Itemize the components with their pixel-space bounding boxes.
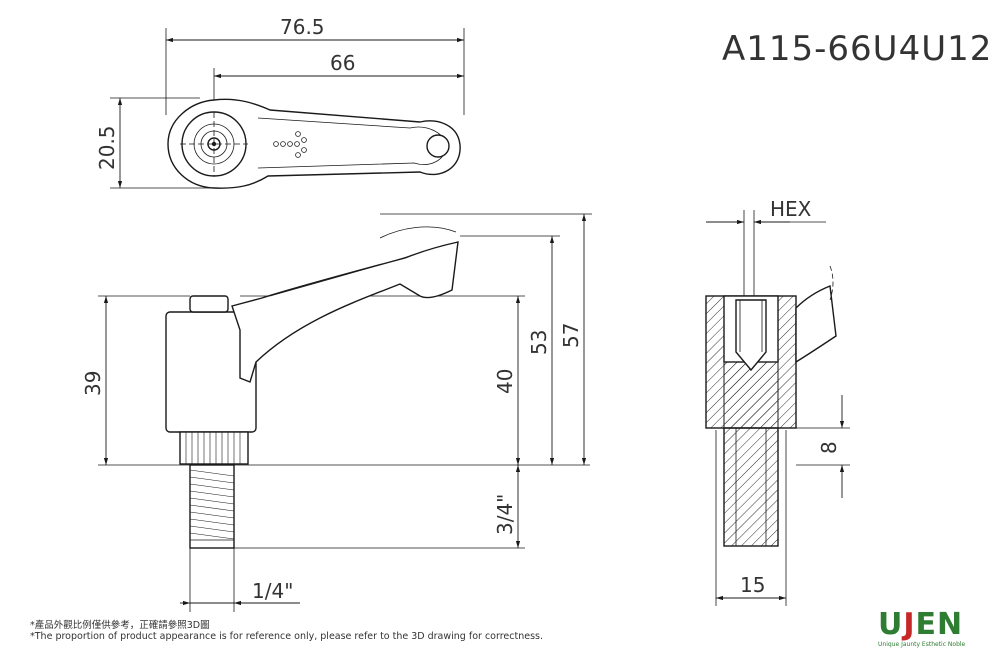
logo-letter: U — [878, 607, 904, 642]
dim-body-height: 39 — [81, 371, 105, 396]
dim-overall-length: 76.5 — [280, 15, 325, 39]
logo-tagline: Unique Jaunty Esthetic Noble — [878, 641, 966, 648]
dim-height-40: 40 — [493, 369, 517, 394]
top-view: 76.5 66 20.5 — [95, 15, 465, 189]
front-view: 39 40 53 57 3/4" 1/4" — [81, 213, 592, 612]
dim-height-53: 53 — [527, 330, 551, 355]
dim-hex-label: HEX — [770, 197, 812, 221]
thread-lines — [189, 469, 235, 540]
dim-height-57: 57 — [559, 323, 583, 348]
dim-insert-depth: 8 — [817, 441, 841, 454]
dim-thread-size: 1/4" — [252, 579, 293, 603]
note-english: *The proportion of product appearance is… — [30, 631, 543, 642]
logo-wordmark: UJEN — [878, 610, 978, 640]
dim-lever-length: 66 — [330, 51, 355, 75]
lever-dots-icon — [273, 131, 307, 158]
note-chinese: *產品外觀比例僅供參考，正確請參照3D圖 — [30, 620, 210, 631]
brand-logo: UJEN Unique Jaunty Esthetic Noble — [878, 610, 978, 650]
dim-section-width: 15 — [740, 573, 765, 597]
knurl-lines — [185, 432, 241, 464]
dim-thread-length: 3/4" — [493, 494, 517, 535]
logo-letter: E — [915, 607, 938, 642]
section-view: HEX 8 15 — [705, 197, 850, 606]
dim-hub-width: 20.5 — [95, 125, 119, 170]
logo-letter: N — [937, 607, 964, 642]
logo-letter: J — [903, 607, 916, 642]
part-number-title: A115-66U4U12 — [722, 29, 992, 69]
